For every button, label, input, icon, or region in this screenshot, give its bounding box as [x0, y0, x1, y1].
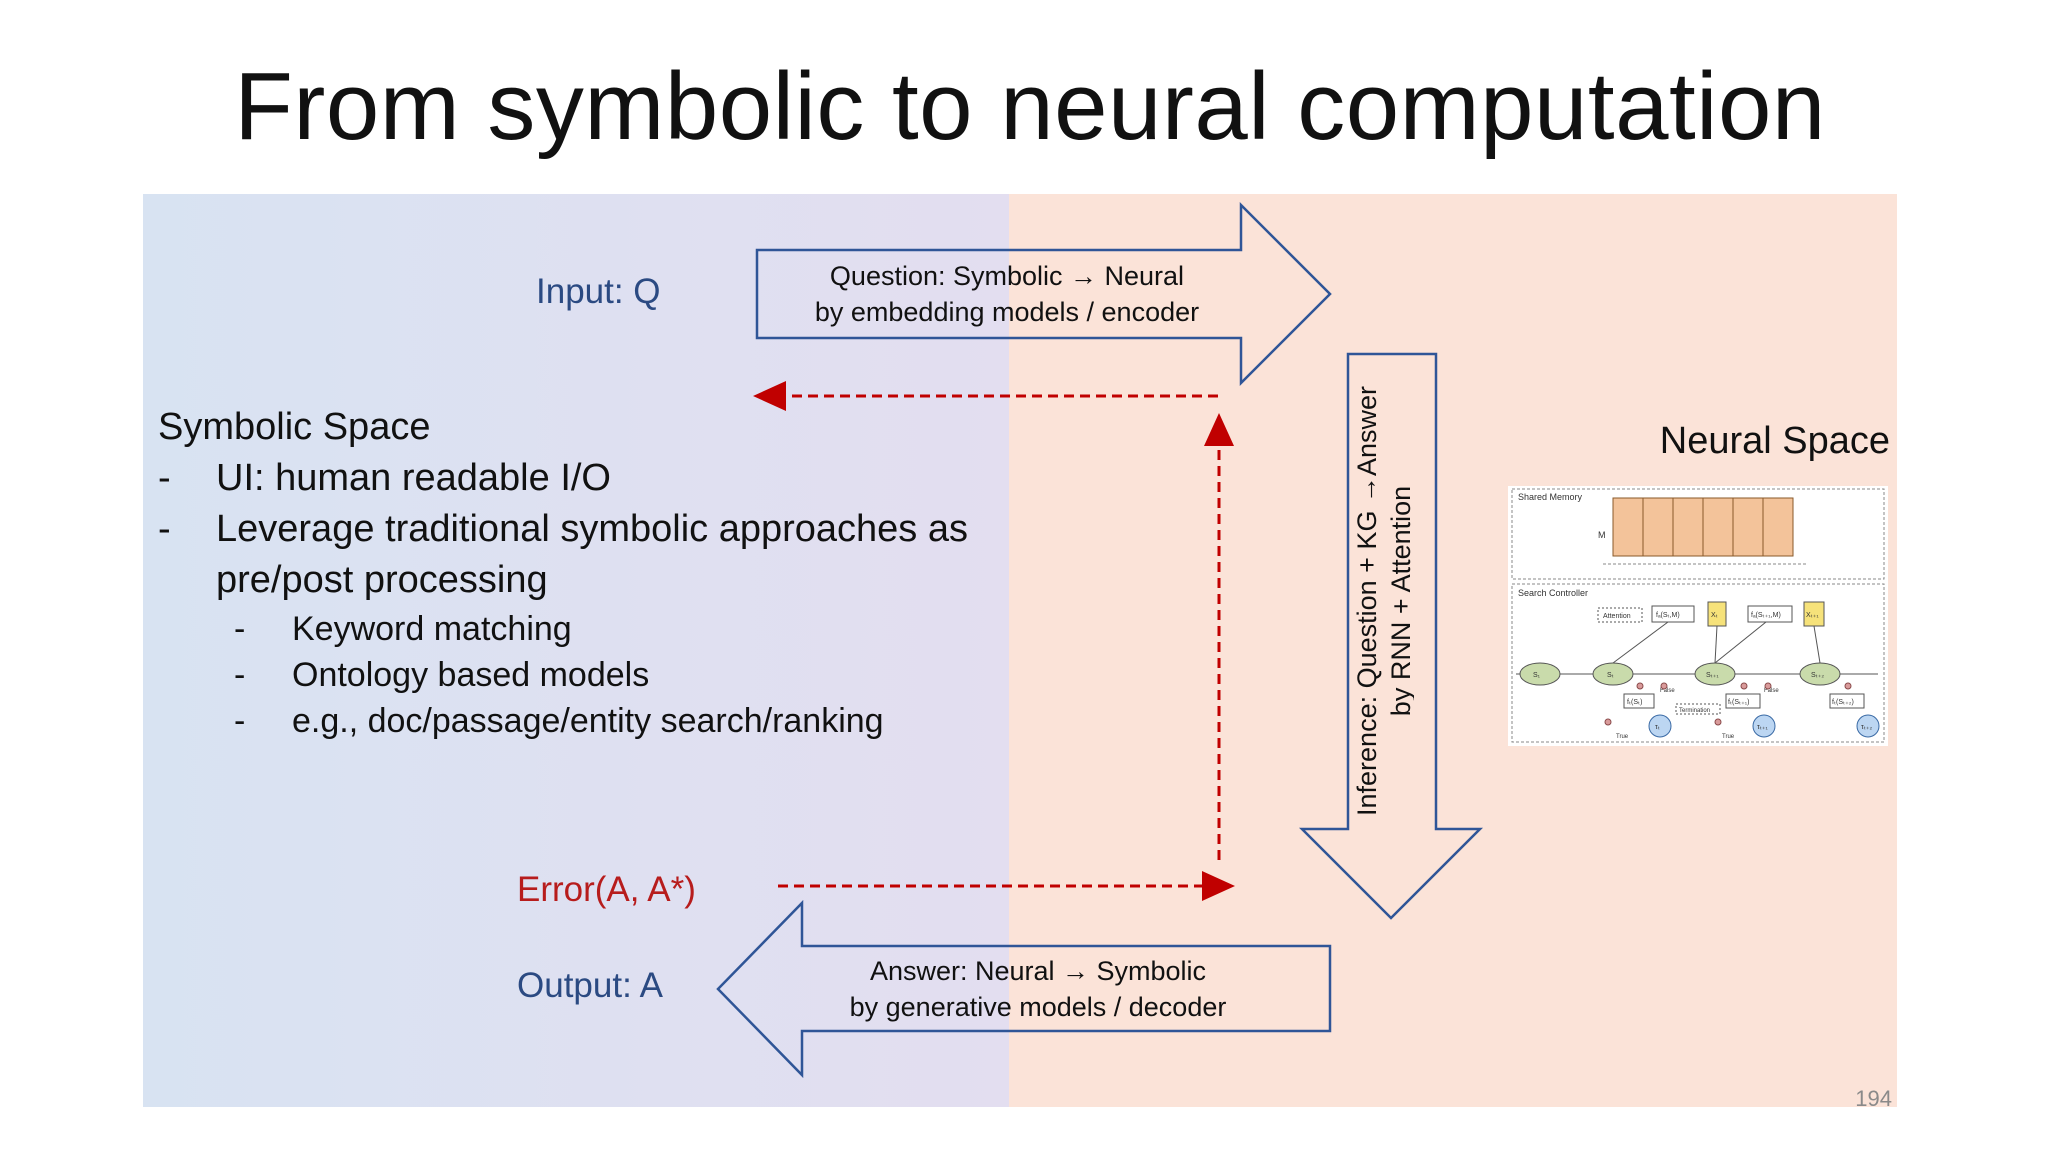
- sub-list-item: - Keyword matching: [158, 606, 1018, 652]
- tau-3: τₜ₊₂: [1861, 724, 1873, 731]
- page-number: 194: [1855, 1086, 1892, 1111]
- state-s1: S₁: [1533, 672, 1541, 679]
- false-label-2: False: [1764, 688, 1779, 694]
- true-label-2: True: [1722, 734, 1735, 740]
- memory-label: M: [1598, 530, 1606, 540]
- question-arrow-text: Question: Symbolic → Neural by embedding…: [757, 258, 1257, 330]
- answer-arrow-text: Answer: Neural → Symbolic by generative …: [803, 953, 1273, 1025]
- f-att-2: fₐ(Sₜ₊₁,M): [1751, 612, 1781, 619]
- f-att-1: fₐ(Sₜ,M): [1656, 612, 1680, 619]
- symbolic-space-heading: Symbolic Space: [158, 406, 431, 448]
- answer-arrow: [716, 899, 1332, 1079]
- question-arrow-line1: Question: Symbolic → Neural: [829, 261, 1185, 291]
- bullet-dash: -: [234, 656, 246, 694]
- symbolic-space-list: Symbolic Space - UI: human readable I/O …: [158, 402, 1018, 744]
- sub-list-item-text: Ontology based models: [292, 656, 650, 694]
- inference-arrow-text: Inference: Question + KG →Answer by RNN …: [1342, 386, 1416, 816]
- tau-1: τₜ: [1655, 724, 1660, 731]
- slide-title: From symbolic to neural computation: [234, 53, 1826, 160]
- bullet-dash: -: [158, 457, 171, 499]
- false-label-1: False: [1660, 688, 1675, 694]
- list-item: - UI: human readable I/O: [158, 453, 1018, 504]
- sub-list-item: - e.g., doc/passage/entity search/rankin…: [158, 698, 1018, 744]
- symbolic-space-panel: [143, 194, 1009, 1107]
- reasonet-figure: Shared Memory M Search Controller Attent…: [1508, 486, 1888, 746]
- search-controller-label: Search Controller: [1518, 588, 1588, 598]
- state-st1: Sₜ₊₁: [1706, 672, 1719, 679]
- question-arrow-line2: by embedding models / encoder: [814, 297, 1200, 327]
- true-label-1: True: [1616, 734, 1629, 740]
- inference-arrow-line1: Inference: Question + KG →Answer: [1352, 386, 1382, 816]
- sub-list-item: - Ontology based models: [158, 652, 1018, 698]
- state-st2: Sₜ₊₂: [1811, 672, 1824, 679]
- input-label: Input: Q: [536, 272, 661, 311]
- output-label: Output: A: [517, 966, 663, 1005]
- inference-arrow: [1298, 352, 1484, 920]
- tau-2: τₜ₊₁: [1757, 724, 1769, 731]
- termination-label: Termination: [1679, 708, 1710, 714]
- sub-list-item-text: Keyword matching: [292, 610, 572, 648]
- x-t: Xₜ: [1711, 612, 1718, 619]
- x-t1: Xₜ₊₁: [1806, 612, 1819, 619]
- state-st: Sₜ: [1607, 672, 1614, 679]
- question-arrow: [755, 201, 1332, 387]
- bullet-dash: -: [234, 702, 246, 740]
- list-item-text: Leverage traditional symbolic approaches…: [216, 508, 968, 550]
- shared-memory-label: Shared Memory: [1518, 492, 1583, 502]
- neural-space-heading: Neural Space: [1659, 420, 1890, 462]
- attention-label: Attention: [1603, 613, 1631, 620]
- error-label: Error(A, A*): [517, 870, 696, 909]
- answer-arrow-line1: Answer: Neural → Symbolic: [869, 956, 1207, 986]
- f-tc-3: fₜ(Sₜ₊₂): [1832, 699, 1854, 706]
- answer-arrow-line2: by generative models / decoder: [849, 992, 1227, 1022]
- f-tc-1: fₜ(Sₜ): [1627, 699, 1642, 706]
- inference-arrow-line2: by RNN + Attention: [1386, 486, 1414, 716]
- list-item-continuation: pre/post processing: [158, 555, 1018, 606]
- bullet-dash: -: [234, 610, 246, 648]
- sub-list-item-text: e.g., doc/passage/entity search/ranking: [292, 702, 884, 740]
- bullet-dash: -: [158, 508, 171, 550]
- memory-cells: [1612, 497, 1794, 557]
- f-tc-2: fₜ(Sₜ₊₁): [1728, 699, 1749, 706]
- list-item-text: pre/post processing: [216, 559, 548, 601]
- list-item: - Leverage traditional symbolic approach…: [158, 504, 1018, 555]
- list-item-text: UI: human readable I/O: [216, 457, 611, 499]
